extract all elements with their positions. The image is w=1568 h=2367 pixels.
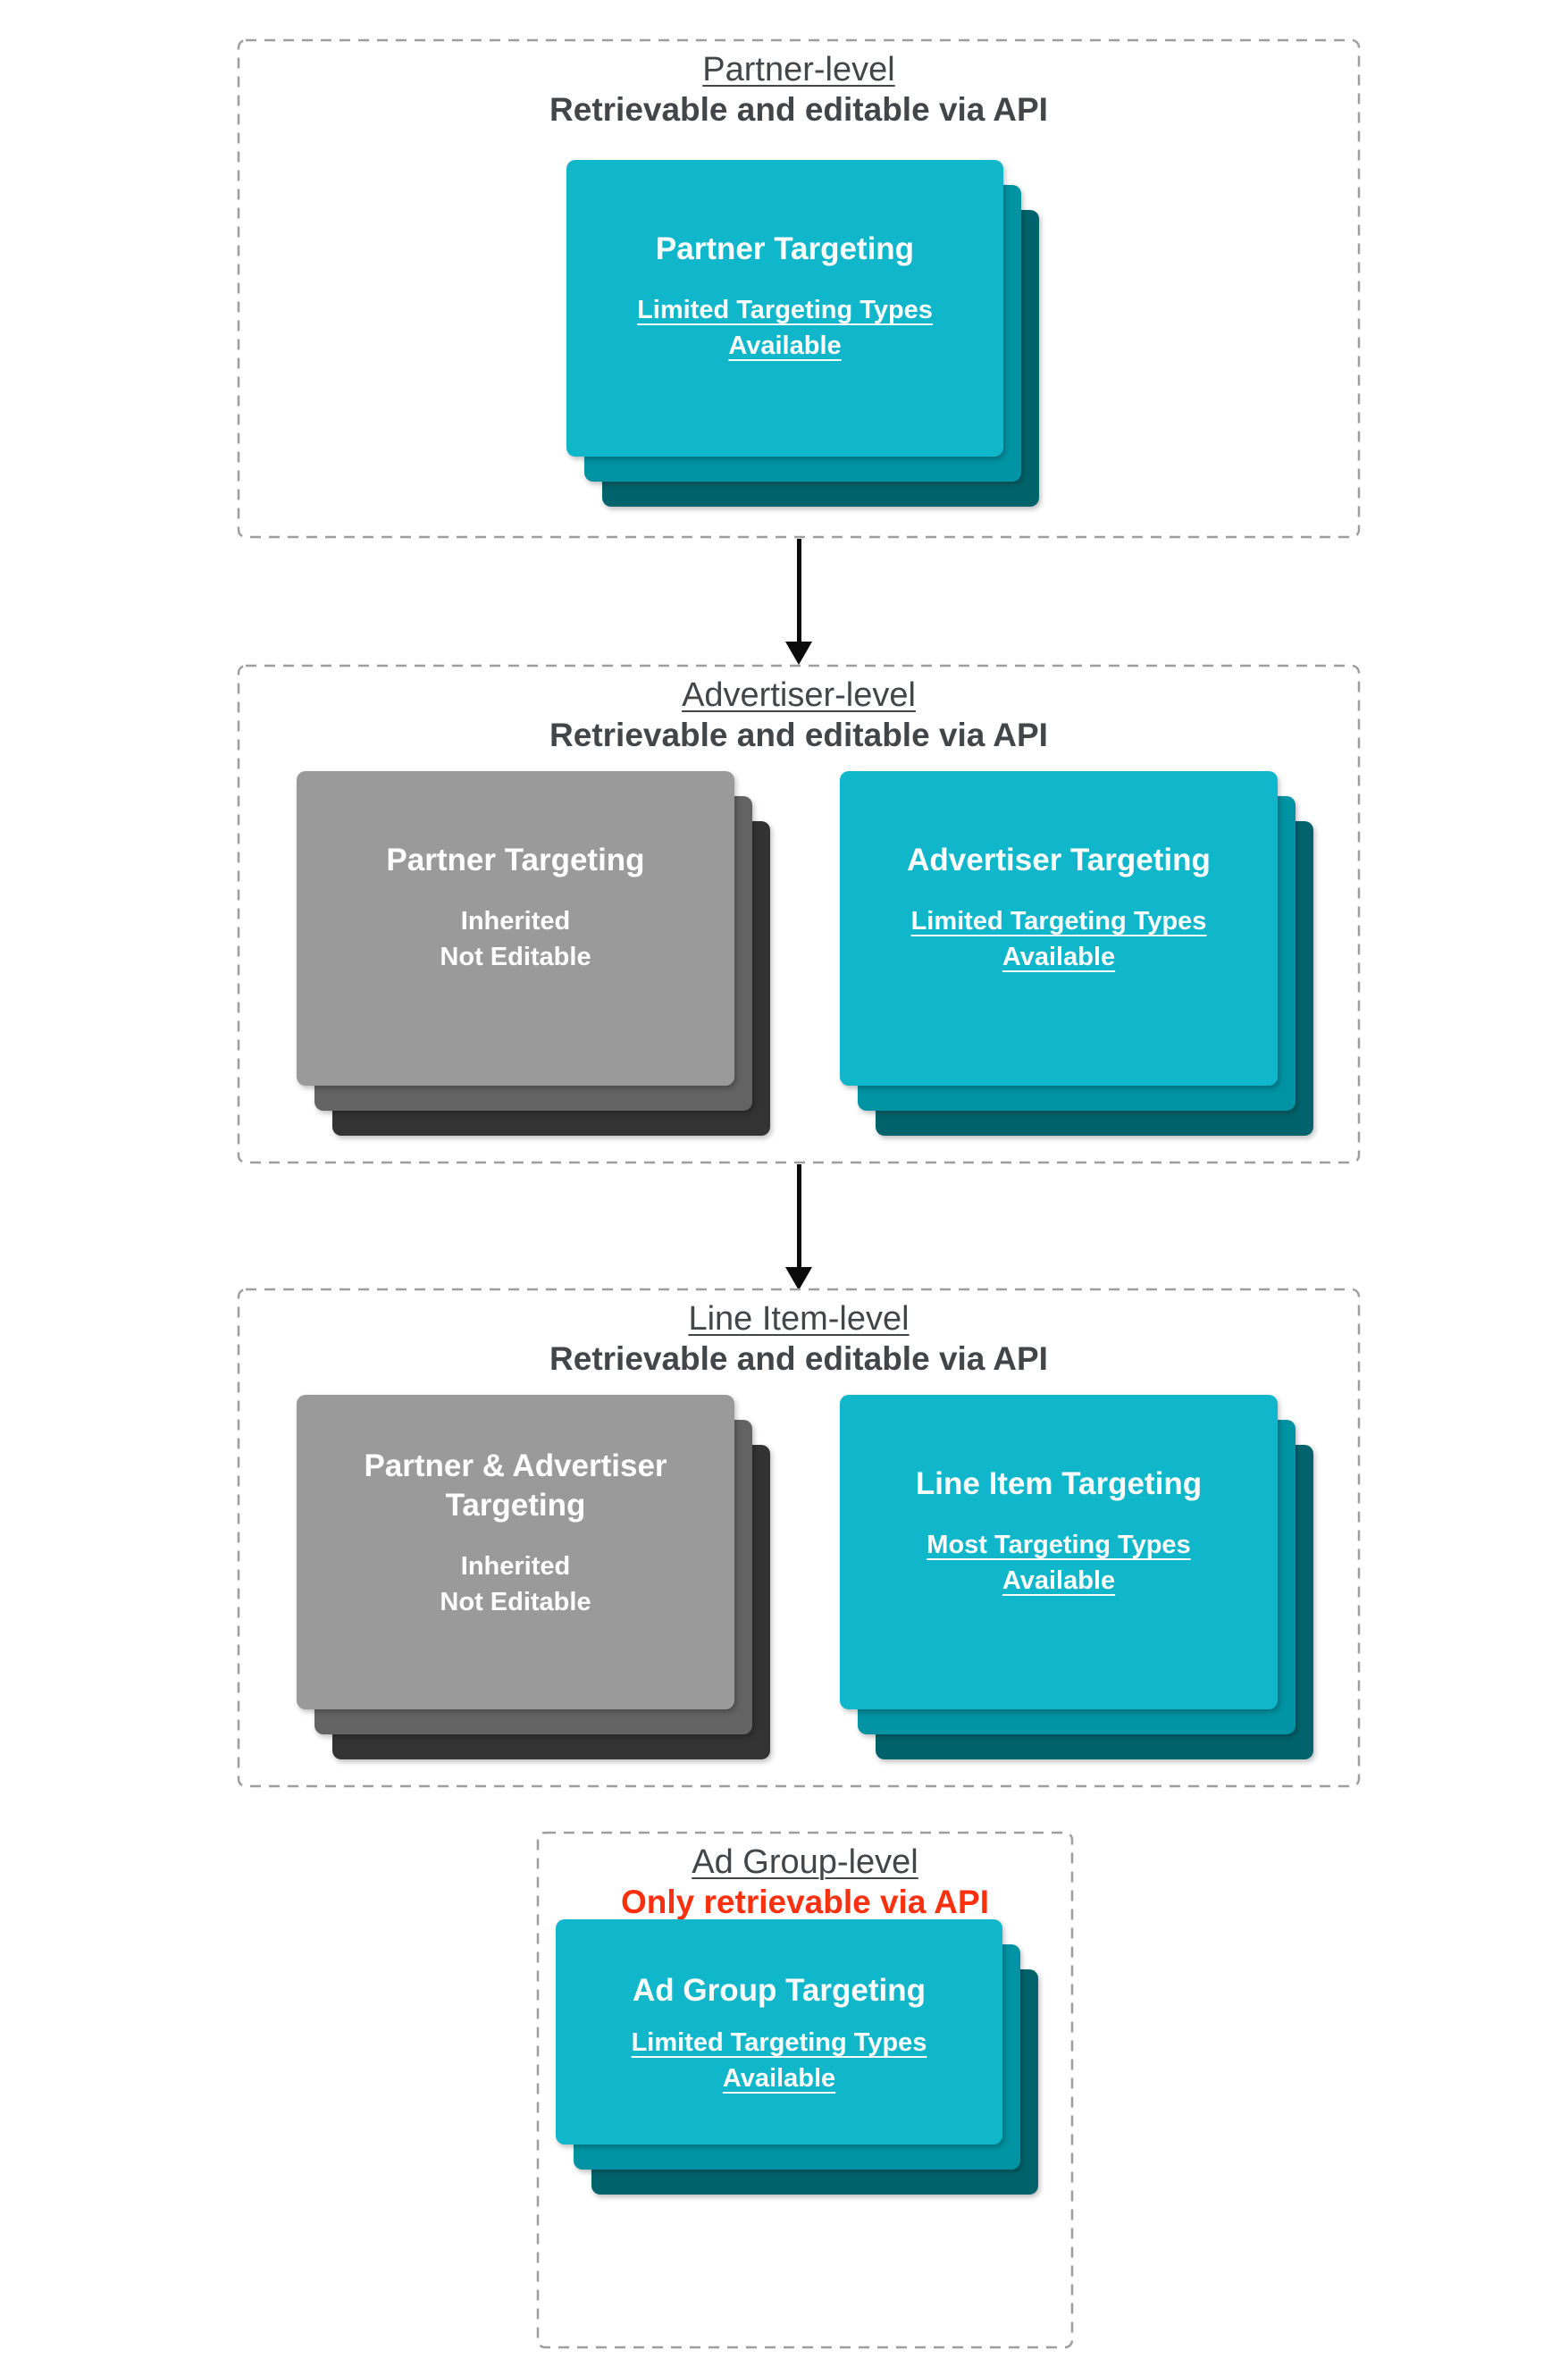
inherited-partner-advertiser-targeting-card-stack: Partner & Advertiser Targeting Inherited… — [297, 1395, 770, 1759]
ad-group-targeting-card: Ad Group Targeting Limited Targeting Typ… — [556, 1919, 1002, 2145]
section-title: Partner-level — [702, 51, 895, 88]
dashed-border — [237, 38, 1361, 539]
arrow-head — [785, 1267, 812, 1290]
inherited-partner-targeting-card: Partner Targeting Inherited Not Editable — [297, 771, 734, 1086]
card-subtitle-line: Inherited — [460, 907, 571, 936]
section-subtitle: Retrievable and editable via API — [549, 91, 1048, 128]
advertiser-targeting-card-stack: Advertiser Targeting Limited Targeting T… — [840, 771, 1313, 1136]
dashed-border — [536, 1831, 1074, 2349]
card-subtitle-line: Not Editable — [440, 1588, 591, 1616]
down-arrow-icon — [785, 1164, 812, 1290]
card-title: Ad Group Targeting — [633, 1973, 926, 2008]
card-subtitle-line: Not Editable — [440, 943, 591, 971]
section-advertiser-level: Advertiser-level Retrievable and editabl… — [237, 664, 1361, 1164]
section-ad-group-level: Ad Group-level Only retrievable via API … — [536, 1831, 1074, 2349]
card-subtitle-line: Inherited — [460, 1552, 571, 1581]
card-subtitle: Limited Targeting Types Available — [637, 296, 933, 360]
line-item-targeting-card: Line Item Targeting Most Targeting Types… — [840, 1395, 1278, 1709]
advertiser-targeting-card: Advertiser Targeting Limited Targeting T… — [840, 771, 1278, 1086]
card-subtitle: Inherited Not Editable — [297, 1549, 734, 1620]
section-subtitle: Retrievable and editable via API — [549, 1340, 1048, 1377]
section-title: Line Item-level — [688, 1300, 910, 1338]
card-title: Partner Targeting — [655, 231, 915, 266]
line-item-targeting-card-stack: Line Item Targeting Most Targeting Types… — [840, 1395, 1313, 1759]
section-partner-level: Partner-level Retrievable and editable v… — [237, 38, 1361, 539]
section-line-item-level: Line Item-level Retrievable and editable… — [237, 1288, 1361, 1788]
arrow-shaft — [797, 1164, 801, 1269]
ad-group-targeting-card-stack: Ad Group Targeting Limited Targeting Typ… — [556, 1919, 1038, 2195]
dashed-border — [237, 1288, 1361, 1788]
dashed-border — [237, 664, 1361, 1164]
inherited-partner-advertiser-targeting-card: Partner & Advertiser Targeting Inherited… — [297, 1395, 734, 1709]
inherited-partner-targeting-card-stack: Partner Targeting Inherited Not Editable — [297, 771, 770, 1136]
card-title: Advertiser Targeting — [907, 843, 1211, 877]
arrow-shaft — [797, 539, 801, 643]
down-arrow-icon — [785, 539, 812, 665]
card-title: Partner & Advertiser Targeting — [364, 1448, 667, 1523]
partner-targeting-card: Partner Targeting Limited Targeting Type… — [566, 160, 1003, 457]
card-subtitle: Most Targeting Types Available — [927, 1531, 1191, 1595]
card-subtitle: Limited Targeting Types Available — [910, 907, 1207, 971]
card-title: Partner Targeting — [386, 843, 645, 877]
card-subtitle: Inherited Not Editable — [297, 903, 734, 975]
section-title: Ad Group-level — [692, 1843, 918, 1881]
card-title: Line Item Targeting — [915, 1466, 1203, 1501]
section-subtitle: Only retrievable via API — [621, 1884, 989, 1920]
partner-targeting-card-stack: Partner Targeting Limited Targeting Type… — [566, 160, 1039, 507]
arrow-head — [785, 642, 812, 665]
card-subtitle: Limited Targeting Types Available — [631, 2028, 927, 2093]
section-subtitle: Retrievable and editable via API — [549, 717, 1048, 753]
section-title: Advertiser-level — [682, 676, 916, 714]
